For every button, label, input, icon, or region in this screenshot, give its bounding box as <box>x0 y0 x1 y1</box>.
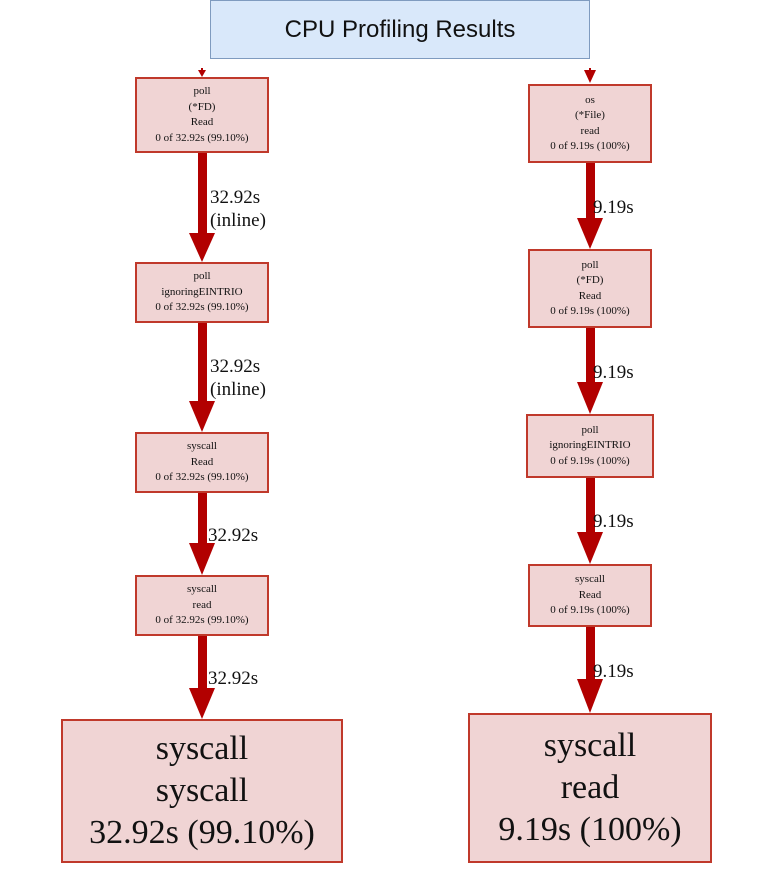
node-poll-fd-read-right[interactable]: poll (*FD) Read 0 of 9.19s (100%) <box>528 249 652 328</box>
left-edge-1 <box>189 153 215 262</box>
node-line: os <box>585 93 595 106</box>
node-line: (*FD) <box>188 100 216 113</box>
node-os-file-read[interactable]: os (*File) read 0 of 9.19s (100%) <box>528 84 652 163</box>
node-syscall-read-right[interactable]: syscall Read 0 of 9.19s (100%) <box>528 564 652 627</box>
node-syscall-read-lower[interactable]: syscall read 0 of 32.92s (99.10%) <box>135 575 269 636</box>
right-edge-4 <box>577 627 603 713</box>
node-line: Read <box>190 116 214 128</box>
node-line: syscall <box>155 772 249 809</box>
right-incoming-arrow <box>584 68 596 83</box>
node-line: poll <box>581 258 599 271</box>
node-line: poll <box>581 423 599 436</box>
node-syscall-read-leaf[interactable]: syscall read 9.19s (100%) <box>468 713 712 863</box>
right-edge-1 <box>577 163 603 249</box>
node-syscall-syscall-leaf[interactable]: syscall syscall 32.92s (99.10%) <box>61 719 343 863</box>
node-poll-fd-read[interactable]: poll (*FD) Read 0 of 32.92s (99.10%) <box>135 77 269 153</box>
left-edge-1-label: 32.92s (inline) <box>210 187 266 231</box>
right-edge-1-label: 9.19s <box>593 197 634 218</box>
node-line: Read <box>578 289 602 302</box>
node-line: ignoringEINTRIO <box>549 439 631 452</box>
node-line: Read <box>578 588 602 601</box>
node-line: read <box>192 598 212 611</box>
node-line: 9.19s (100%) <box>498 811 682 848</box>
node-line: 0 of 9.19s (100%) <box>550 140 630 152</box>
node-line: syscall <box>155 730 249 767</box>
node-line: read <box>560 769 620 806</box>
left-edge-2-label: 32.92s (inline) <box>210 356 266 400</box>
node-line: 0 of 9.19s (100%) <box>550 604 630 617</box>
node-line: (*File) <box>575 109 605 121</box>
node-poll-ignoringeintrio[interactable]: poll ignoringEINTRIO 0 of 32.92s (99.10%… <box>135 262 269 323</box>
node-line: 0 of 32.92s (99.10%) <box>155 471 249 484</box>
diagram-title: CPU Profiling Results <box>210 0 590 59</box>
node-line: syscall <box>575 573 605 586</box>
right-edge-3-label: 9.19s <box>593 511 634 532</box>
right-edge-3 <box>577 478 603 564</box>
left-edge-4 <box>189 636 215 719</box>
node-line: Read <box>190 455 214 468</box>
left-edge-2 <box>189 323 215 432</box>
node-line: 0 of 9.19s (100%) <box>550 454 630 467</box>
node-line: 0 of 32.92s (99.10%) <box>155 301 249 314</box>
right-edge-2 <box>577 328 603 414</box>
right-edge-2-label: 9.19s <box>593 362 634 383</box>
node-syscall-read-upper[interactable]: syscall Read 0 of 32.92s (99.10%) <box>135 432 269 493</box>
node-line: 0 of 32.92s (99.10%) <box>155 614 249 627</box>
left-edge-3 <box>189 493 215 575</box>
node-line: poll <box>193 270 211 283</box>
node-line: 0 of 9.19s (100%) <box>550 305 630 317</box>
node-line: 32.92s (99.10%) <box>89 814 315 851</box>
node-line: poll <box>193 85 211 97</box>
node-line: syscall <box>187 583 217 596</box>
left-edge-3-label: 32.92s <box>208 525 259 546</box>
node-line: ignoringEINTRIO <box>161 285 243 298</box>
node-line: (*FD) <box>576 274 604 286</box>
right-edge-4-label: 9.19s <box>593 661 634 682</box>
node-line: syscall <box>543 727 637 764</box>
node-poll-ignoringeintrio-right[interactable]: poll ignoringEINTRIO 0 of 9.19s (100%) <box>526 414 654 478</box>
node-line: syscall <box>187 440 217 453</box>
left-edge-4-label: 32.92s <box>208 668 259 689</box>
node-line: read <box>580 124 600 137</box>
left-incoming-arrow <box>198 68 206 77</box>
node-line: 0 of 32.92s (99.10%) <box>155 131 249 144</box>
